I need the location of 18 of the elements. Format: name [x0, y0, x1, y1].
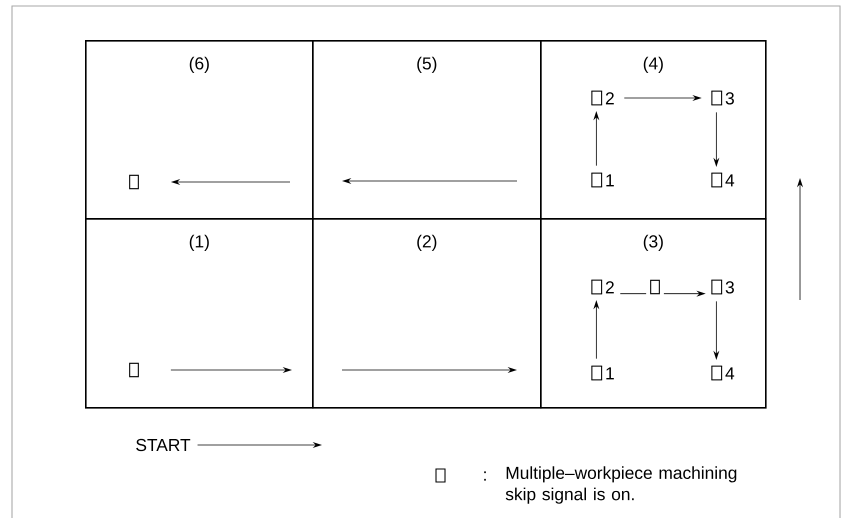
signal-label: 1 — [591, 172, 614, 188]
grid-cell: (1) — [85, 218, 314, 409]
signal-label: 2 — [591, 280, 614, 294]
grid-cell: (5) — [312, 40, 542, 220]
signal-label: 3 — [711, 90, 734, 106]
legend-colon: : — [484, 471, 486, 481]
signal-label: 4 — [711, 172, 734, 188]
signal-label: 2 — [591, 90, 614, 106]
signal-label: 4 — [711, 366, 734, 380]
start-label: START — [136, 438, 190, 452]
signal-square — [129, 174, 139, 190]
legend-text: Multiple–workpiece machining skip signal is on. — [506, 466, 736, 504]
signal-square — [650, 280, 660, 294]
signal-label: 1 — [591, 366, 614, 380]
grid-cell: (6) — [85, 40, 314, 220]
signal-square — [129, 362, 139, 378]
grid-cell: (2) — [312, 218, 542, 409]
signal-label: 3 — [711, 280, 734, 294]
